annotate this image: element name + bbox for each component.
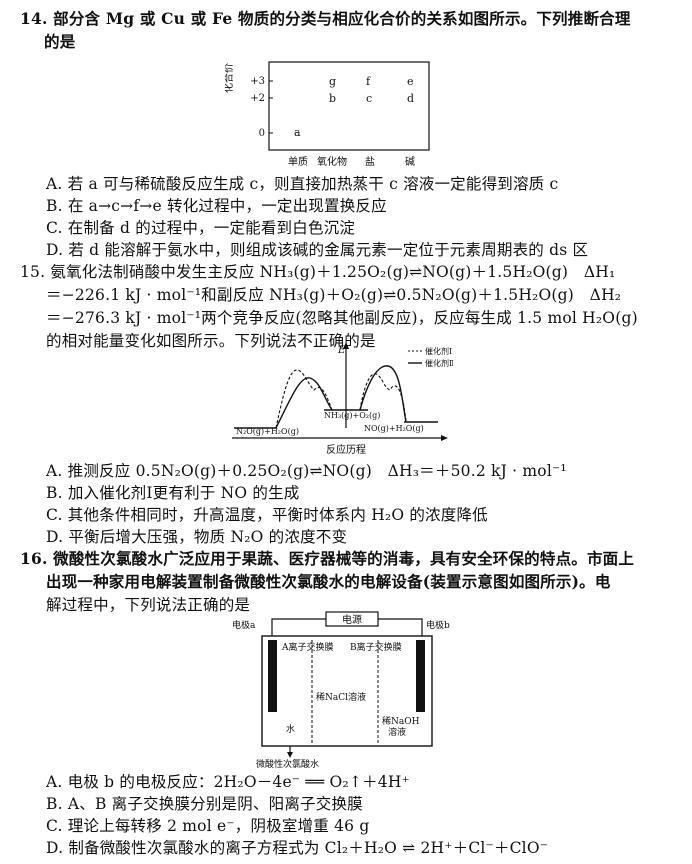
q16-right-liquid-line2: 溶液 xyxy=(388,726,406,738)
q14-option-b: B. 在 a→c→f→e 转化过程中，一定出现置换反应 xyxy=(46,197,387,215)
q16-electrode-b xyxy=(416,640,425,712)
q15-stem-line2: ＝−226.1 kJ · mol⁻¹和副反应 NH₃(g)＋O₂(g)⇌0.5N… xyxy=(46,286,622,304)
q16-membrane-a-label: A离子交换膜 xyxy=(281,641,334,653)
q14-option-d: D. 若 d 能溶解于氨水中，则组成该碱的金属元素一定位于元素周期表的 ds 区 xyxy=(46,241,589,259)
q15-stem-line1: 15. 氨氧化法制硝酸中发生主反应 NH₃(g)＋1.25O₂(g)⇌NO(g)… xyxy=(20,263,616,281)
q16-electrolysis-diagram: 电源 电极a 电极b A离子交换膜 B离子交换膜 稀NaCl溶液 水 稀NaOH… xyxy=(232,611,450,768)
q15-stem-line3: ＝−276.3 kJ · mol⁻¹两个竞争反应(忽略其他副反应)，反应每生成 … xyxy=(46,309,638,327)
q16-electrode-b-label: 电极b xyxy=(426,619,450,631)
q14-point-f: f xyxy=(366,75,371,88)
q15-curve-cat2-right xyxy=(359,365,407,423)
q16-right-liquid-line1: 稀NaOH xyxy=(382,715,420,727)
q14-ytick-zero: 0 xyxy=(259,128,265,139)
q15-state-mid: NH₃(g)+O₂(g) xyxy=(324,411,380,420)
q14-option-a: A. 若 a 可与稀硫酸反应生成 c，则直接加热蒸干 c 溶液一定能得到溶质 c xyxy=(46,175,559,193)
q15-curve-cat2-left xyxy=(275,377,333,429)
q15-legend-cat2: 催化剂Ⅱ xyxy=(425,358,453,368)
q14-option-c: C. 在制备 d 的过程中，一定能看到白色沉淀 xyxy=(46,219,356,237)
q15-xlabel: 反应历程 xyxy=(326,443,366,456)
q14-xlabel-oxide: 氧化物 xyxy=(317,155,347,168)
q15-option-d: D. 平衡后增大压强，物质 N₂O 的浓度不变 xyxy=(46,528,348,546)
q15-option-b: B. 加入催化剂Ⅰ更有利于 NO 的生成 xyxy=(46,484,300,502)
q16-option-b: B. A、B 离子交换膜分别是阴、阳离子交换膜 xyxy=(46,795,363,813)
q16-option-d: D. 制备微酸性次氯酸水的离子方程式为 Cl₂＋H₂O ⇌ 2H⁺＋Cl⁻＋Cl… xyxy=(46,839,549,857)
q14-point-b: b xyxy=(329,92,336,105)
q14-valence-diagram: 化合价 +3 +2 0 a g b f c e d 单质 氧化物 盐 碱 xyxy=(225,61,430,168)
q14-point-g: g xyxy=(329,75,336,88)
q14-xlabel-base: 碱 xyxy=(405,156,415,168)
q15-option-c: C. 其他条件相同时，升高温度，平衡时体系内 H₂O 的浓度降低 xyxy=(46,506,488,524)
q15-legend-cat1: 催化剂Ⅰ xyxy=(425,346,452,356)
q16-left-liquid: 水 xyxy=(286,723,295,735)
q16-stem-line1: 16. 微酸性次氯酸水广泛应用于果蔬、医疗器械等的消毒，具有安全环保的特点。市面… xyxy=(20,549,635,568)
q16-option-c: C. 理论上每转移 2 mol e⁻，阴极室增重 46 g xyxy=(46,817,370,835)
q16-stem-line3: 解过程中，下列说法正确的是 xyxy=(46,596,251,614)
q15-energy-diagram: E 反应历程 催化剂Ⅰ 催化剂Ⅱ N₂O(g)+H₂O(g) NH₃(g)+O₂… xyxy=(232,342,453,456)
q14-point-a: a xyxy=(294,126,301,139)
q14-point-e: e xyxy=(407,75,414,88)
q15-curve-cat1-right xyxy=(359,373,407,423)
q15-option-a: A. 推测反应 0.5N₂O(g)＋0.25O₂(g)⇌NO(g) ΔH₃＝＋5… xyxy=(46,462,567,480)
q16-membrane-b-label: B离子交换膜 xyxy=(350,641,402,653)
q14-point-c: c xyxy=(366,92,372,105)
q16-electrode-a-label: 电极a xyxy=(232,619,256,631)
q14-point-d: d xyxy=(407,92,414,105)
q16-power-label: 电源 xyxy=(342,613,362,626)
q16-stem-line2: 出现一种家用电解装置制备微酸性次氯酸水的电解设备(装置示意图如图所示)。电 xyxy=(46,572,611,591)
q15-state-right: NO(g)+H₂O(g) xyxy=(364,424,424,433)
q14-stem-line1: 14. 部分含 Mg 或 Cu 或 Fe 物质的分类与相应化合价的关系如图所示。… xyxy=(20,9,631,28)
q16-product-label: 微酸性次氯酸水 xyxy=(256,758,319,768)
q14-plot-frame xyxy=(268,61,430,151)
q15-stem-line4: 的相对能量变化如图所示。下列说法不正确的是 xyxy=(46,332,376,350)
q16-electrode-a xyxy=(268,640,277,712)
q16-option-a: A. 电极 b 的电极反应：2H₂O－4e⁻ ══ O₂↑＋4H⁺ xyxy=(46,773,410,791)
q14-ylabel: 化合价 xyxy=(225,63,235,93)
q14-ytick-plus3: +3 xyxy=(250,76,265,87)
q16-tank xyxy=(261,635,433,747)
q15-ylabel: E xyxy=(337,345,346,356)
q14-ytick-plus2: +2 xyxy=(250,93,265,104)
q14-xlabel-salt: 盐 xyxy=(365,155,375,168)
q15-curve-cat1-left xyxy=(275,369,333,429)
q16-middle-liquid: 稀NaCl溶液 xyxy=(316,691,366,703)
q15-state-left: N₂O(g)+H₂O(g) xyxy=(236,427,299,436)
q14-stem-line2: 的是 xyxy=(44,32,76,51)
q14-xlabel-element: 单质 xyxy=(288,156,308,168)
